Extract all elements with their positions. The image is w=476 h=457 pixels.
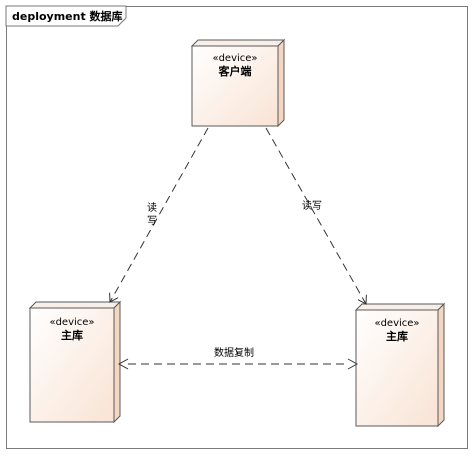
left-db-stereotype: «device» <box>49 317 95 328</box>
node-client[interactable] <box>190 38 286 128</box>
edge-client-left-db[interactable] <box>110 127 209 302</box>
node-left-db[interactable] <box>28 300 122 424</box>
edge-label-char-1: 读 <box>147 203 157 214</box>
client-name: 客户端 <box>218 65 252 78</box>
client-stereotype: «device» <box>212 53 258 64</box>
frame-label: deployment 数据库 <box>12 10 123 23</box>
edge-label-client-left: 读 写 <box>146 202 158 228</box>
edge-label-client-right: 读写 <box>302 201 322 212</box>
replication-arrow-right <box>347 358 359 370</box>
replication-arrow-left <box>117 358 129 370</box>
node-right-db[interactable] <box>354 302 446 428</box>
left-db-node-text: «device» 主库 <box>30 316 114 342</box>
edge-label-replication: 数据复制 <box>214 348 254 359</box>
left-db-name: 主库 <box>61 329 83 342</box>
client-node-text: «device» 客户端 <box>192 52 278 78</box>
right-db-name: 主库 <box>386 330 408 343</box>
edge-client-right-db[interactable] <box>265 127 366 304</box>
right-db-stereotype: «device» <box>374 318 420 329</box>
right-db-node-text: «device» 主库 <box>356 317 438 343</box>
frame-tab-shape <box>5 5 127 27</box>
deployment-frame <box>6 6 468 449</box>
edge-label-char-2: 写 <box>147 216 157 227</box>
